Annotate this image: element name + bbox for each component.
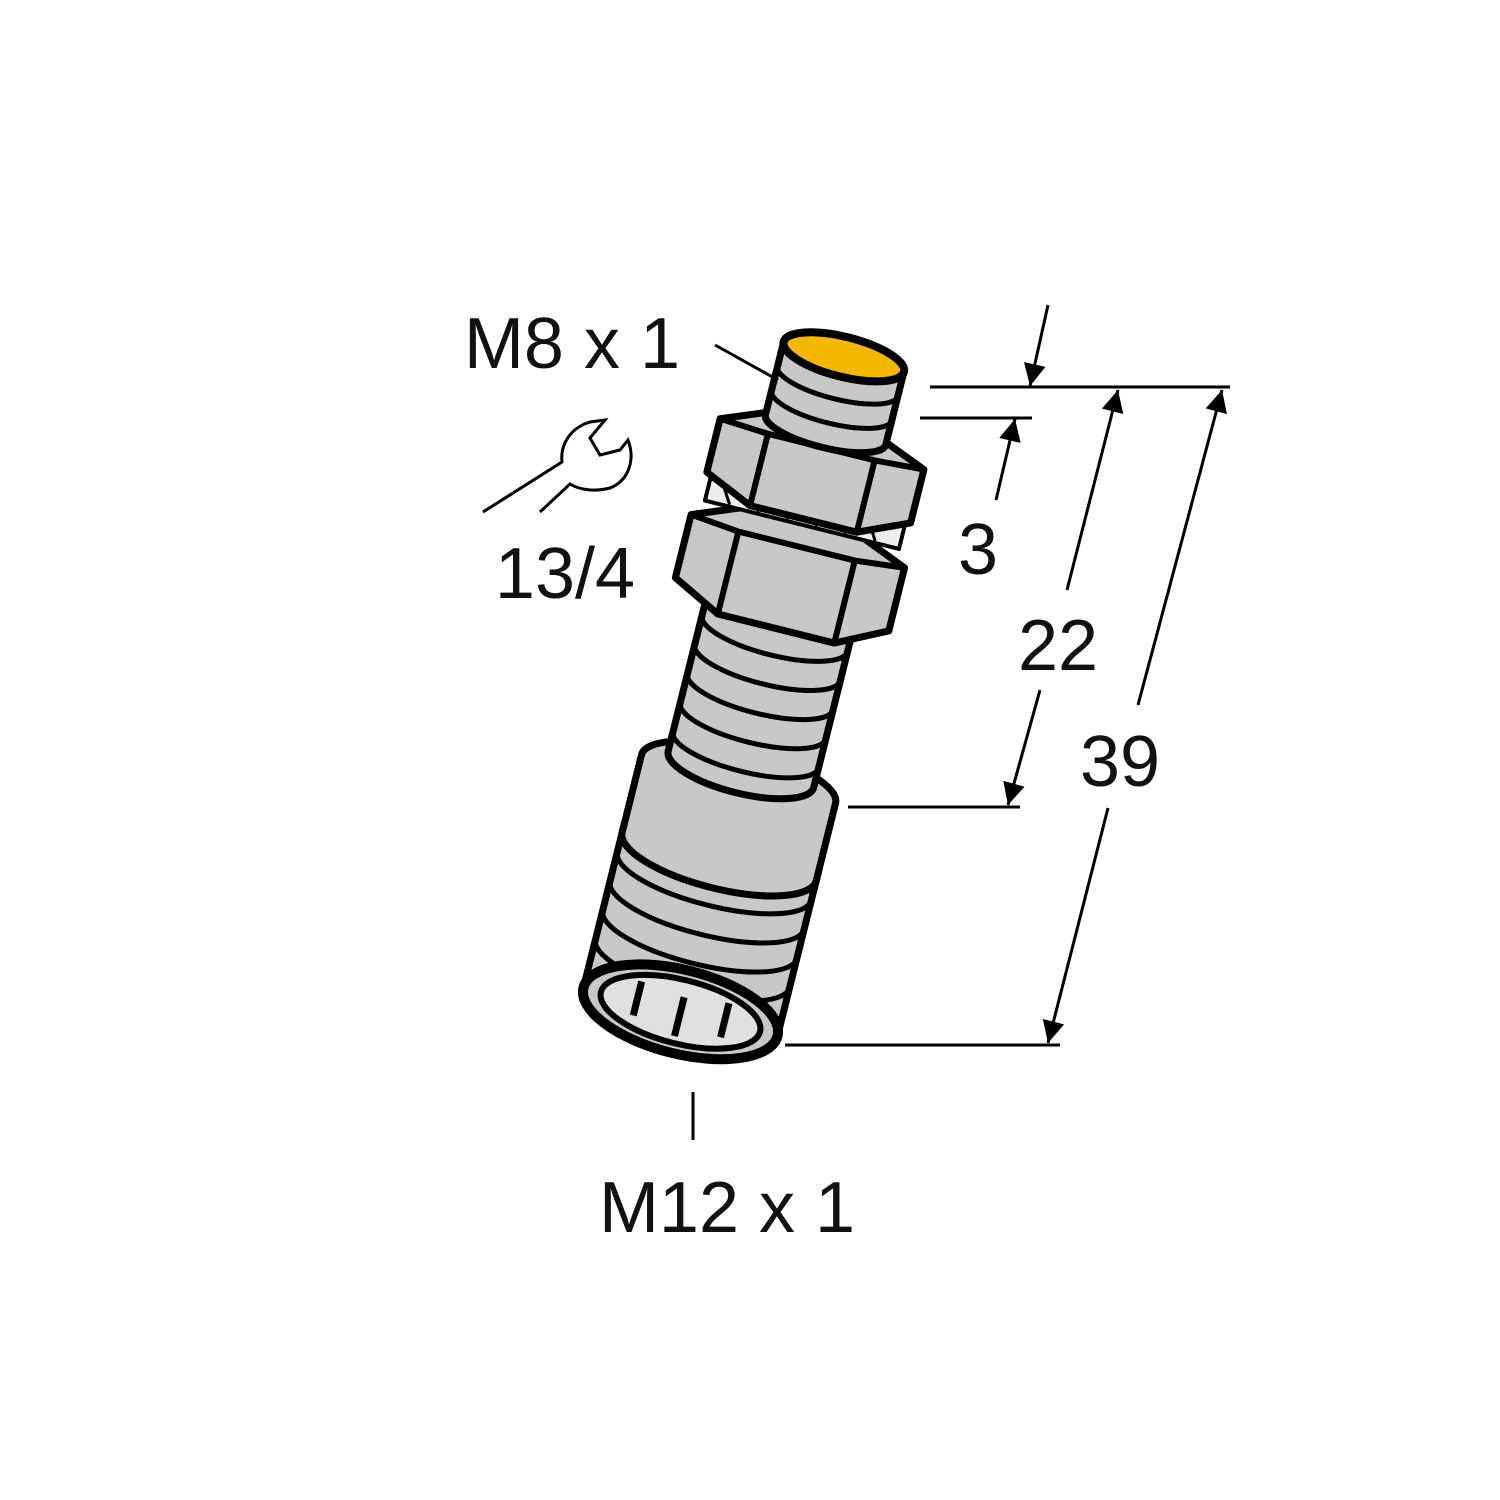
wrench-size-label: 13/4 (495, 534, 635, 614)
dimension-lines (785, 304, 1230, 1047)
dim-small-label: 3 (958, 510, 998, 590)
dim-total-label: 39 (1080, 722, 1160, 802)
sensor-cap (779, 328, 909, 386)
wrench-icon (482, 418, 633, 514)
connector-thread-label: M12 x 1 (599, 1168, 855, 1248)
dim-mid-label: 22 (1018, 606, 1098, 686)
sensor-body (577, 328, 928, 1065)
lower-nut (671, 503, 909, 647)
connector-pins (629, 980, 733, 1039)
top-thread-label: M8 x 1 (464, 304, 680, 384)
m8-leader (714, 343, 779, 382)
